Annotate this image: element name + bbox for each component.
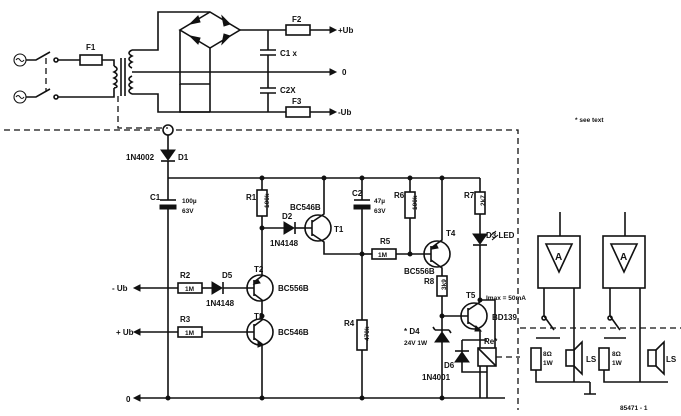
- label-r1-val: 100k: [264, 193, 271, 208]
- label-t1: T1: [334, 225, 344, 234]
- led-d3: [472, 230, 499, 300]
- label-f1: F1: [86, 43, 96, 52]
- label-zero: 0: [342, 68, 347, 77]
- transistor-t1: [304, 178, 362, 255]
- label-c1-val: 100µ: [182, 198, 197, 205]
- label-r5-val: 1M: [378, 252, 387, 259]
- label-r2: R2: [180, 271, 191, 280]
- supply-output: [260, 24, 338, 118]
- label-t5: T5: [466, 291, 476, 300]
- label-bottom-zero: 0: [126, 395, 131, 404]
- label-d4: * D4: [404, 327, 420, 336]
- label-amp1: A: [555, 252, 562, 263]
- label-d6-type: 1N4001: [422, 373, 451, 382]
- label-c2: C2: [352, 189, 363, 198]
- capacitor-c1: [159, 178, 177, 398]
- bridge-rectifier: [178, 11, 268, 113]
- amplifier-1: [530, 212, 590, 383]
- transistor-t2: [246, 272, 274, 316]
- label-load2-w: 1W: [612, 360, 623, 367]
- label-c2x: C2X: [280, 86, 296, 95]
- label-in-plus-ub: + Ub: [116, 328, 134, 337]
- label-minus-ub: -Ub: [338, 108, 351, 117]
- label-load2: 8Ω: [612, 351, 621, 358]
- label-d4-val: 24V 1W: [404, 340, 428, 347]
- mains-input: [13, 11, 330, 129]
- label-c1-v: 63V: [182, 208, 194, 215]
- label-ls1: LS: [586, 355, 597, 364]
- label-d6: D6: [444, 361, 455, 370]
- input-plus-ub: [132, 326, 248, 338]
- label-f3: F3: [292, 97, 302, 106]
- label-r8: R8: [424, 277, 435, 286]
- label-r1: R1: [246, 193, 257, 202]
- relay-re: [477, 299, 497, 398]
- label-imax: Imax = 50mA: [486, 295, 526, 302]
- label-r7: R7: [464, 191, 475, 200]
- label-c1x: C1 x: [280, 49, 297, 58]
- label-d1: D1: [178, 153, 189, 162]
- note-see-text: * see text: [575, 117, 604, 124]
- label-plus-ub: +Ub: [338, 26, 353, 35]
- label-ls2: LS: [666, 355, 677, 364]
- diode-d1: [160, 124, 176, 178]
- resistor-r7: [474, 178, 486, 234]
- resistor-r4: [356, 319, 368, 398]
- label-r5: R5: [380, 237, 391, 246]
- label-t2-type: BC556B: [278, 284, 309, 293]
- ground-symbol: [584, 382, 596, 395]
- label-t3-type: BC546B: [278, 328, 309, 337]
- label-r8-val: 3k9: [441, 279, 448, 290]
- drawing-number: 85471 - 1: [620, 405, 648, 412]
- label-r3: R3: [180, 315, 191, 324]
- label-r4: R4: [344, 319, 355, 328]
- resistor-r1: [256, 178, 268, 272]
- label-t1-type: BC546B: [290, 203, 321, 212]
- label-relay: Re*: [484, 337, 498, 346]
- label-r4-val: 470k: [364, 326, 371, 341]
- label-load1: 8Ω: [543, 351, 552, 358]
- diode-d6: [454, 339, 487, 373]
- label-t2: T2: [254, 265, 264, 274]
- board-frame: [4, 129, 519, 410]
- label-d1-type: 1N4002: [126, 153, 155, 162]
- junctions: [165, 175, 483, 401]
- label-d2-type: 1N4148: [270, 239, 299, 248]
- transistor-t4: [423, 178, 451, 276]
- label-d5: D5: [222, 271, 233, 280]
- transistor-t3: [246, 316, 274, 398]
- label-t3: T3: [254, 312, 264, 321]
- label-r2-val: 1M: [185, 286, 194, 293]
- label-r7-val: 2k7: [480, 195, 487, 206]
- label-c2-val: 47µ: [374, 198, 385, 205]
- resistor-r6: [404, 178, 416, 254]
- transistor-t5: [460, 301, 488, 398]
- zener-d4: [432, 316, 452, 398]
- label-t5-type: BD139: [492, 313, 517, 322]
- label-in-minus-ub: - Ub: [112, 284, 128, 293]
- label-d2: D2: [282, 212, 293, 221]
- amplifier-2: [598, 212, 668, 383]
- label-r3-val: 1M: [185, 330, 194, 337]
- label-load1-w: 1W: [543, 360, 554, 367]
- label-t4: T4: [446, 229, 456, 238]
- label-d3: D3 LED: [486, 231, 515, 240]
- label-d5-type: 1N4148: [206, 299, 235, 308]
- label-c2-v: 63V: [374, 208, 386, 215]
- label-f2: F2: [292, 15, 302, 24]
- label-amp2: A: [620, 252, 627, 263]
- capacitor-c2: [353, 178, 371, 320]
- label-r6-val: 100k: [412, 195, 419, 210]
- input-minus-ub: [132, 281, 248, 295]
- label-c1: C1: [150, 193, 161, 202]
- resistor-r5: [362, 248, 424, 260]
- label-r6: R6: [394, 191, 405, 200]
- diode-d2: [262, 221, 306, 235]
- label-t4-type: BC556B: [404, 267, 435, 276]
